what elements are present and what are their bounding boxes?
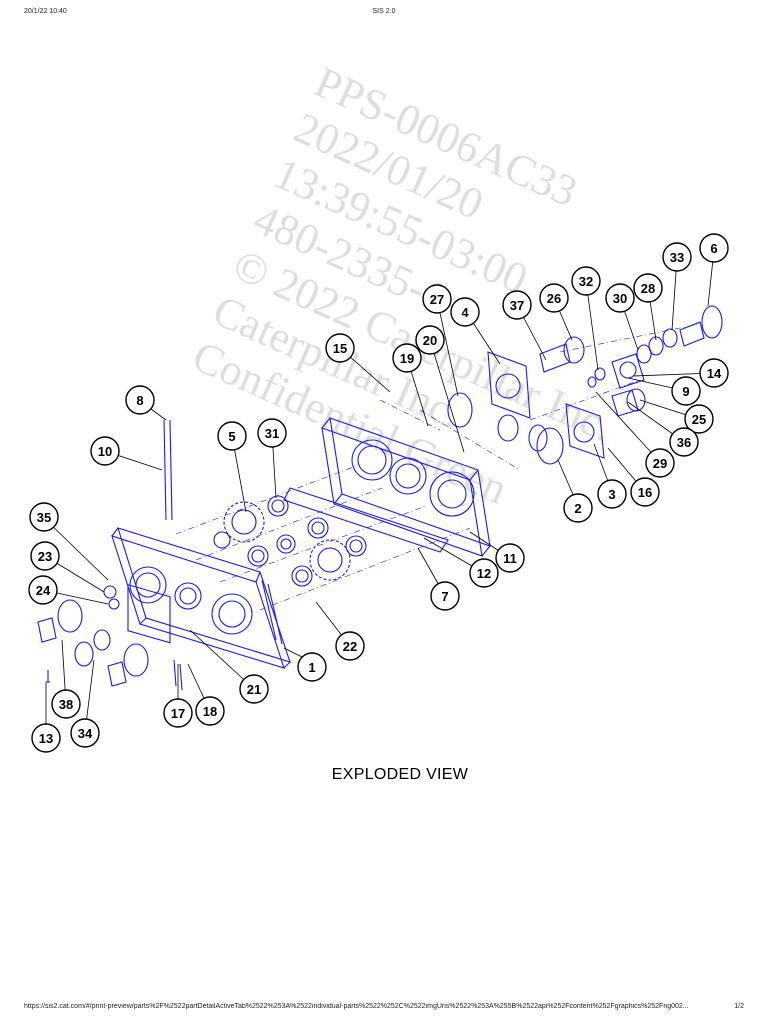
callout-label: 33 — [670, 250, 684, 265]
callout-label: 22 — [343, 639, 357, 654]
callout-label: 1 — [308, 660, 315, 675]
callout-label: 10 — [98, 444, 112, 459]
callout-label: 19 — [400, 351, 414, 366]
print-url-footer: https://sis2.cat.com/#/print-preview/par… — [24, 1003, 689, 1010]
callout-31: 31 — [257, 418, 287, 448]
callout-35: 35 — [29, 502, 59, 532]
alignment-lines — [175, 323, 701, 611]
callout-label: 32 — [579, 274, 593, 289]
callout-20: 20 — [415, 325, 445, 355]
rear-housing — [321, 417, 491, 557]
gear-set — [213, 495, 367, 587]
callout-label: 17 — [171, 706, 185, 721]
callout-10: 10 — [90, 436, 120, 466]
callout-label: 11 — [503, 551, 517, 566]
callout-36: 36 — [669, 427, 699, 457]
callout-11: 11 — [495, 543, 525, 573]
callout-9: 9 — [671, 376, 701, 406]
diagram-title: EXPLODED VIEW — [331, 766, 469, 783]
gasket-strip — [283, 487, 449, 553]
callout-15: 15 — [325, 333, 355, 363]
page-number: 1/2 — [734, 1003, 744, 1010]
callout-29: 29 — [645, 448, 675, 478]
callout-5: 5 — [217, 421, 247, 451]
print-app-header: SIS 2.0 — [372, 8, 396, 15]
callout-label: 12 — [477, 566, 491, 581]
callout-2: 2 — [563, 493, 593, 523]
callout-12: 12 — [469, 558, 499, 588]
callout-label: 25 — [692, 412, 706, 427]
callout-label: 20 — [423, 333, 437, 348]
callout-14: 14 — [699, 358, 729, 388]
callout-label: 28 — [641, 281, 655, 296]
callout-27: 27 — [422, 284, 452, 314]
callout-label: 35 — [37, 510, 51, 525]
callout-25: 25 — [684, 404, 714, 434]
callout-label: 24 — [36, 583, 51, 598]
callout-label: 34 — [78, 726, 93, 741]
front-fittings — [37, 419, 183, 691]
callout-24: 24 — [28, 575, 58, 605]
callout-label: 27 — [430, 292, 444, 307]
callout-label: 4 — [461, 305, 469, 320]
print-date-header: 20/1/22 10:40 — [24, 8, 67, 15]
callout-label: 21 — [247, 682, 261, 697]
front-housing — [111, 527, 291, 669]
callout-label: 16 — [638, 485, 652, 500]
callout-22: 22 — [335, 631, 365, 661]
callout-label: 18 — [203, 704, 217, 719]
callout-34: 34 — [70, 718, 100, 748]
callout-3: 3 — [597, 479, 627, 509]
callout-label: 2 — [574, 501, 581, 516]
callout-23: 23 — [30, 541, 60, 571]
callout-label: 14 — [707, 366, 722, 381]
callout-label: 31 — [265, 426, 279, 441]
callout-label: 6 — [710, 241, 717, 256]
callout-26: 26 — [539, 283, 569, 313]
callout-label: 37 — [510, 298, 524, 313]
callout-33: 33 — [662, 242, 692, 272]
callout-30: 30 — [605, 283, 635, 313]
callout-19: 19 — [392, 343, 422, 373]
callout-label: 29 — [653, 456, 667, 471]
callout-label: 5 — [228, 429, 235, 444]
callout-label: 23 — [38, 549, 52, 564]
parts-drawing — [37, 305, 723, 691]
callout-1: 1 — [297, 652, 327, 682]
callout-18: 18 — [195, 696, 225, 726]
callout-32: 32 — [571, 266, 601, 296]
callout-label: 13 — [39, 731, 53, 746]
callout-label: 26 — [547, 291, 561, 306]
callout-4: 4 — [450, 297, 480, 327]
callout-label: 30 — [613, 291, 627, 306]
callout-label: 15 — [333, 341, 347, 356]
callout-6: 6 — [699, 233, 729, 263]
callout-label: 38 — [59, 697, 73, 712]
callout-16: 16 — [630, 477, 660, 507]
callout-7: 7 — [430, 581, 460, 611]
callout-37: 37 — [502, 290, 532, 320]
callout-label: 9 — [682, 384, 689, 399]
callout-21: 21 — [239, 674, 269, 704]
callout-17: 17 — [163, 698, 193, 728]
callout-label: 7 — [441, 589, 448, 604]
callout-28: 28 — [633, 273, 663, 303]
shaft-assembly — [447, 305, 723, 465]
callout-label: 8 — [136, 393, 143, 408]
callout-8: 8 — [125, 385, 155, 415]
callout-13: 13 — [31, 723, 61, 753]
callout-label: 36 — [677, 435, 691, 450]
callout-label: 3 — [608, 487, 615, 502]
callout-38: 38 — [51, 689, 81, 719]
